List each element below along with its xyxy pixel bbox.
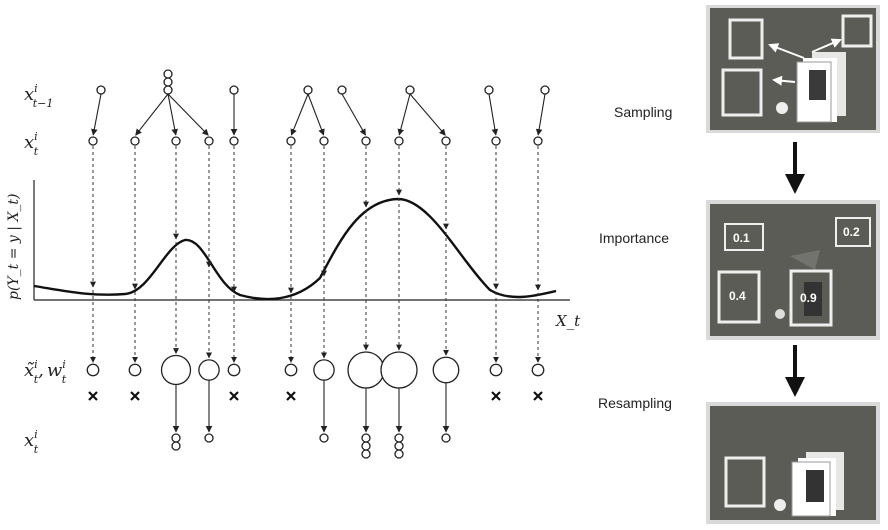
prev-particle: [229, 85, 239, 95]
sampling-arrow: [397, 93, 411, 136]
resampled-particle: [171, 441, 181, 451]
weighted-particle: [128, 363, 142, 377]
discard-mark: [88, 391, 98, 401]
resampled-particle: [204, 433, 214, 443]
prev-particle: [303, 85, 313, 95]
weighted-particle: [531, 363, 545, 377]
resampled-particle: [441, 433, 451, 443]
predicted-particle: [361, 136, 371, 146]
sampling-arrow: [341, 93, 366, 136]
step-label-resampling: Resampling: [598, 395, 672, 411]
prev-particle: [405, 85, 415, 95]
prev-particle: [163, 77, 173, 87]
resampled-particle: [361, 449, 371, 459]
sampling-frame: [706, 5, 880, 133]
predicted-particle: [130, 136, 140, 146]
prev-particle: [163, 69, 173, 79]
sampling-arrow: [307, 93, 325, 136]
weight-0.9: 0.9: [800, 291, 817, 305]
weighted-particle: [347, 351, 385, 389]
predicted-particle: [533, 136, 543, 146]
sampling-arrow: [167, 93, 178, 136]
step-label-sampling: Sampling: [614, 104, 672, 120]
sampling-arrow: [91, 93, 102, 136]
sampling-arrow: [290, 93, 309, 136]
resampled-particle: [319, 433, 329, 443]
sampling-arrow: [488, 93, 499, 136]
x-axis-label: X_t: [555, 312, 581, 330]
predicted-particle: [204, 136, 214, 146]
likelihood-curve: [33, 197, 557, 301]
weighted-particle: [284, 363, 298, 377]
weighted-particle: [160, 354, 192, 386]
weighted-particle: [86, 363, 100, 377]
resampled-particle: [361, 441, 371, 451]
prev-particle: [163, 85, 173, 95]
step-label-importance: Importance: [599, 230, 669, 246]
resampled-particle: [394, 441, 404, 451]
prev-particle: [484, 85, 494, 95]
resampled-particle: [171, 433, 181, 443]
predicted-particle: [171, 136, 181, 146]
weighted-particle: [489, 363, 503, 377]
weight-0.1: 0.1: [733, 231, 750, 245]
particle-graph: [86, 69, 550, 459]
sampling-arrow: [409, 93, 446, 136]
weight-0.2: 0.2: [843, 225, 860, 239]
prev-particle: [96, 85, 106, 95]
predicted-particle: [229, 136, 239, 146]
resampled-particle: [361, 433, 371, 443]
importance-frame: 0.1 0.2 0.4 0.9: [706, 200, 880, 340]
sampling-arrow: [167, 93, 209, 136]
weighted-particle: [198, 359, 220, 381]
weight-0.4: 0.4: [729, 289, 746, 303]
predicted-particle: [286, 136, 296, 146]
predicted-particle: [441, 136, 451, 146]
predicted-particle: [88, 136, 98, 146]
discard-mark: [491, 391, 501, 401]
resampling-frame: [706, 402, 880, 524]
resampled-particle: [394, 433, 404, 443]
y-axis-label: p(Y_t = y | X_t): [6, 193, 22, 300]
sampling-arrow: [135, 93, 169, 136]
discard-mark: [229, 391, 239, 401]
predicted-particle: [319, 136, 329, 146]
weighted-particle: [380, 351, 418, 389]
discard-mark: [286, 391, 296, 401]
discard-mark: [130, 391, 140, 401]
weighted-particle: [313, 359, 335, 381]
prev-particle: [337, 85, 347, 95]
sampling-arrow: [535, 93, 546, 136]
resampled-particle: [394, 449, 404, 459]
prev-particle: [540, 85, 550, 95]
weighted-particle: [432, 356, 460, 384]
discard-mark: [533, 391, 543, 401]
predicted-particle: [491, 136, 501, 146]
predicted-particle: [394, 136, 404, 146]
weighted-particle: [227, 363, 241, 377]
